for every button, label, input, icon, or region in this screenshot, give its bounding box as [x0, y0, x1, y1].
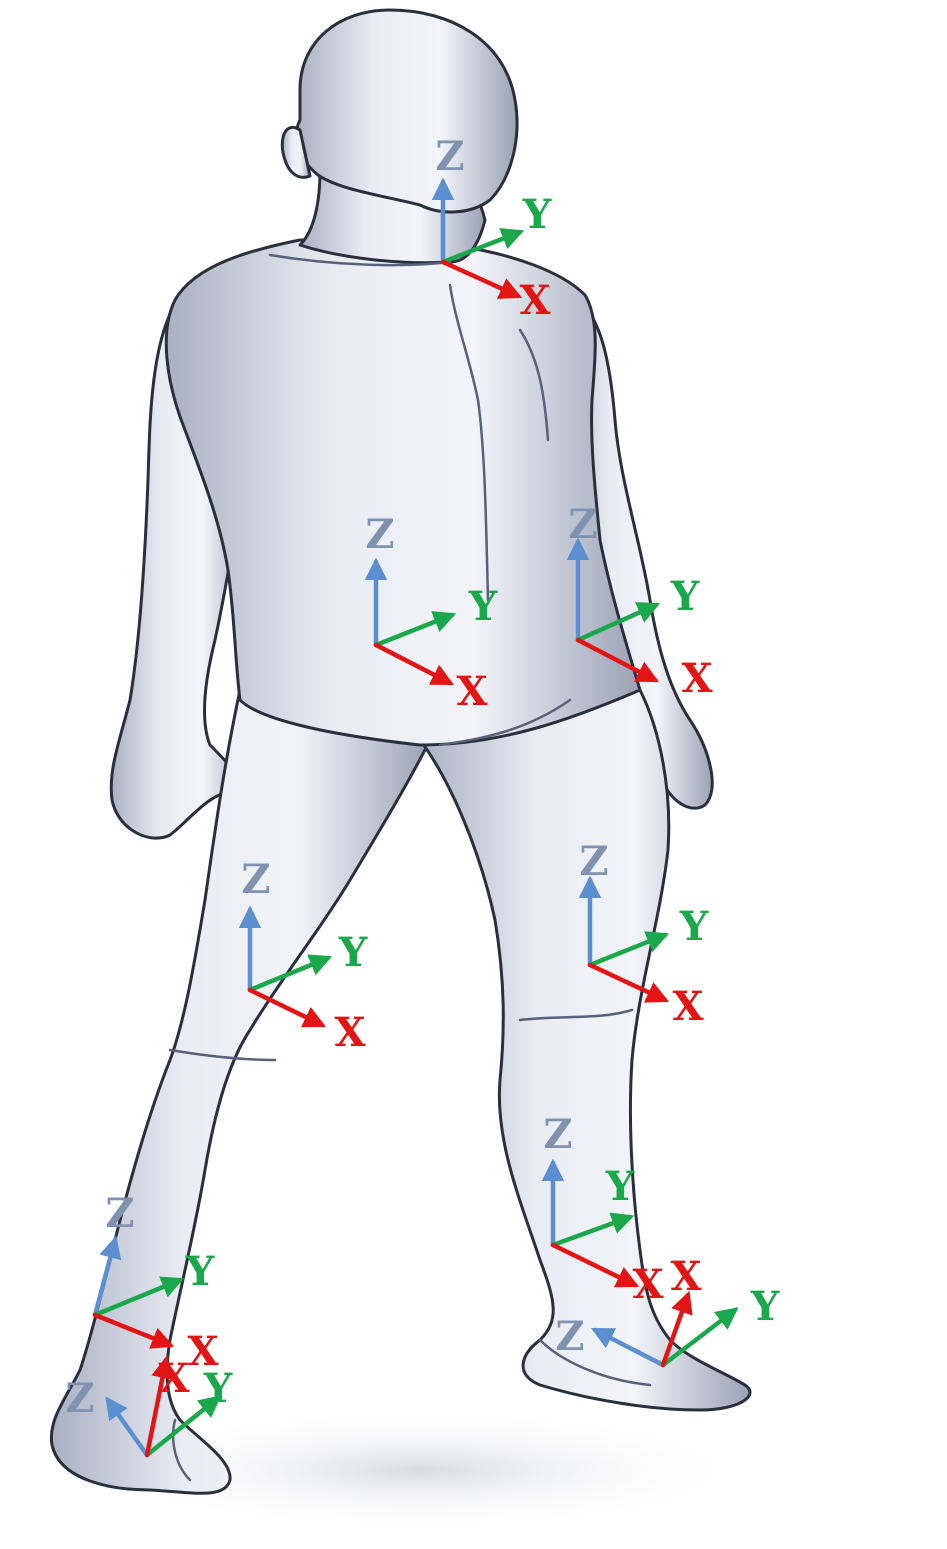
- x-axis-label: X: [158, 1355, 189, 1402]
- z-axis-label: Z: [435, 133, 464, 180]
- y-axis-label: Y: [679, 903, 709, 950]
- y-axis-label: Y: [750, 1283, 780, 1330]
- y-axis-label: Y: [522, 191, 552, 238]
- y-axis-label: Y: [203, 1365, 233, 1412]
- y-axis-label: Y: [670, 573, 700, 620]
- x-axis-label: X: [670, 1253, 701, 1300]
- x-axis-label: X: [632, 1261, 663, 1308]
- x-axis-label: X: [334, 1009, 365, 1056]
- z-axis-label: Z: [579, 838, 608, 885]
- x-axis-label: X: [681, 655, 712, 702]
- x-axis-label: X: [519, 277, 550, 324]
- z-axis-label: Z: [555, 1313, 584, 1360]
- x-axis-label: X: [456, 668, 487, 715]
- left-leg: [51, 690, 430, 1493]
- z-axis-label: Z: [568, 501, 597, 548]
- y-axis-label: Y: [605, 1163, 635, 1210]
- torso: [166, 240, 640, 745]
- y-axis-label: Y: [338, 929, 368, 976]
- y-axis-label: Y: [185, 1248, 215, 1295]
- y-axis-label: Y: [468, 583, 498, 630]
- z-axis-label: Z: [241, 856, 270, 903]
- z-axis-label: Z: [543, 1111, 572, 1158]
- z-axis-label: Z: [365, 511, 394, 558]
- z-axis-label: Z: [65, 1375, 94, 1422]
- z-axis-label: Z: [105, 1190, 134, 1237]
- x-axis-label: X: [672, 983, 703, 1030]
- head: [296, 10, 517, 212]
